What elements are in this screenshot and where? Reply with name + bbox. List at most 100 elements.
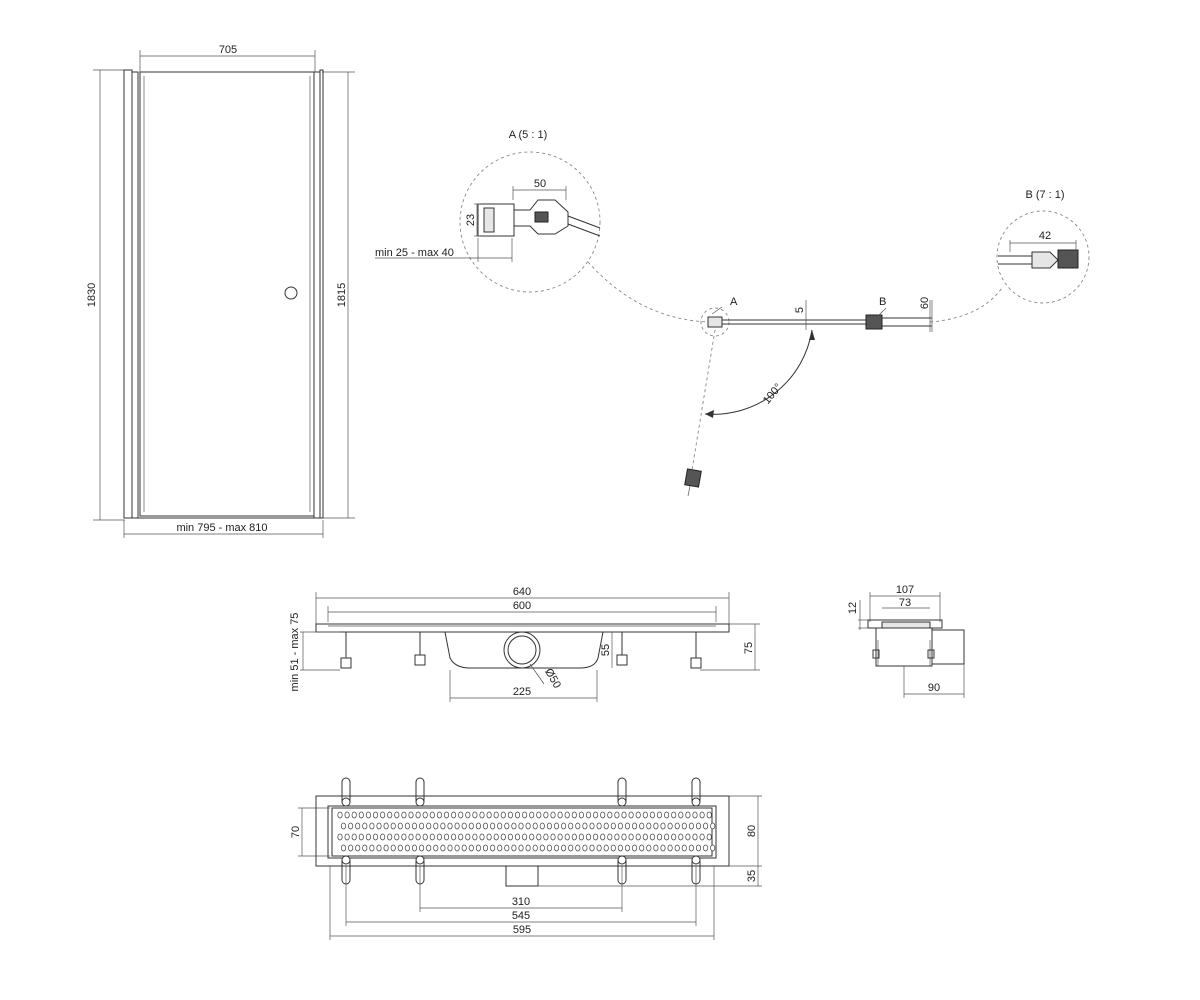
grate-hole [411, 822, 418, 830]
grate-hole [546, 822, 552, 830]
screw-icon [617, 855, 627, 865]
grate-hole [639, 844, 645, 852]
grate-hole [543, 811, 549, 819]
grate-hole [667, 822, 673, 830]
dim-door-height-left: 1830 [86, 283, 98, 307]
grate-hole [358, 811, 364, 819]
grate-hole [532, 844, 538, 852]
grate-hole [429, 833, 435, 841]
grate-hole [614, 833, 620, 841]
grate-hole [593, 811, 599, 819]
grate-hole [383, 844, 389, 852]
grate-hole [596, 822, 602, 830]
grate-hole [472, 811, 478, 819]
grate-hole [337, 811, 343, 819]
grate-hole [628, 833, 634, 841]
screw-icon [341, 855, 351, 865]
grate-hole [635, 833, 641, 841]
grate-hole [575, 844, 581, 852]
grate-hole [678, 811, 684, 819]
grate-hole [656, 811, 663, 819]
grate-hole [507, 833, 513, 841]
grate-hole [710, 822, 716, 830]
grate-hole [358, 833, 364, 841]
grate-hole [490, 822, 496, 830]
grate-hole [688, 844, 694, 852]
screw-icon [341, 797, 351, 807]
grate-hole [415, 811, 421, 819]
grate-hole [443, 811, 450, 819]
dim-top-80: 80 [746, 825, 758, 837]
plan-dim-60: 60 [919, 297, 931, 309]
grate-hole [646, 844, 652, 852]
screw-icon [415, 797, 425, 807]
grate-hole [706, 833, 712, 841]
grate-hole [557, 811, 563, 819]
detail-b-title: B (7 : 1) [1025, 189, 1064, 201]
grate-hole [497, 822, 503, 830]
grate-hole [600, 833, 606, 841]
plan-view: A B 5 60 100° [684, 296, 933, 497]
grate-hole [340, 844, 347, 852]
grate-hole [536, 811, 542, 819]
dim-drain-225: 225 [513, 686, 531, 698]
grate-hole [522, 833, 528, 841]
grate-hole [674, 844, 680, 852]
dim-drain-height-range: min 51 - max 75 [289, 613, 301, 692]
grate-hole [710, 844, 716, 852]
dim-top-35: 35 [746, 870, 758, 882]
grate-hole [372, 811, 379, 819]
grate-hole [561, 844, 567, 852]
grate-hole [436, 811, 442, 819]
grate-hole [688, 822, 694, 830]
grate-hole [511, 844, 517, 852]
grate-hole [564, 811, 570, 819]
grate-hole [660, 822, 666, 830]
grate-hole [380, 811, 386, 819]
dim-a-range: min 25 - max 40 [375, 247, 454, 259]
grate-hole [635, 811, 641, 819]
mounting-brackets [341, 777, 701, 885]
grate-hole [553, 822, 560, 830]
grate-hole [447, 844, 453, 852]
dim-top-310: 310 [512, 896, 530, 908]
detail-a: A (5 : 1) 50 23 min 25 - max 40 [375, 129, 711, 323]
grate-hole [550, 833, 556, 841]
grate-hole [660, 844, 666, 852]
grate-hole [380, 833, 386, 841]
grate-hole [362, 844, 368, 852]
grate-hole [557, 833, 563, 841]
grate-hole [387, 833, 393, 841]
grate-hole [699, 811, 705, 819]
grate-hole [632, 822, 638, 830]
grate-hole [617, 844, 623, 852]
plan-marker-b: B [879, 296, 886, 308]
grate-hole [465, 811, 471, 819]
grate-hole [553, 844, 560, 852]
grate-hole [500, 811, 506, 819]
grate-hole [461, 822, 467, 830]
grate-hole [582, 844, 588, 852]
grate-hole [369, 822, 375, 830]
grate-hole [568, 844, 574, 852]
grate-hole [362, 822, 368, 830]
grate-hole [497, 844, 503, 852]
grate-hole [433, 822, 439, 830]
grate-hole [486, 833, 492, 841]
dim-drain-75: 75 [743, 642, 755, 654]
grate-hole [518, 844, 524, 852]
grate-hole [511, 822, 517, 830]
grate-hole [703, 822, 709, 830]
grate-hole [344, 811, 350, 819]
grate-hole [401, 811, 407, 819]
grate-hole [603, 844, 609, 852]
detail-b: B (7 : 1) 42 [929, 189, 1090, 323]
grate-hole [585, 811, 592, 819]
grate-hole [490, 844, 496, 852]
dim-top-595: 595 [513, 924, 531, 936]
grate-hole [610, 844, 616, 852]
dim-a-23: 23 [465, 214, 477, 226]
grate-hole [479, 833, 485, 841]
grate-hole [376, 844, 382, 852]
grate-hole [383, 822, 389, 830]
